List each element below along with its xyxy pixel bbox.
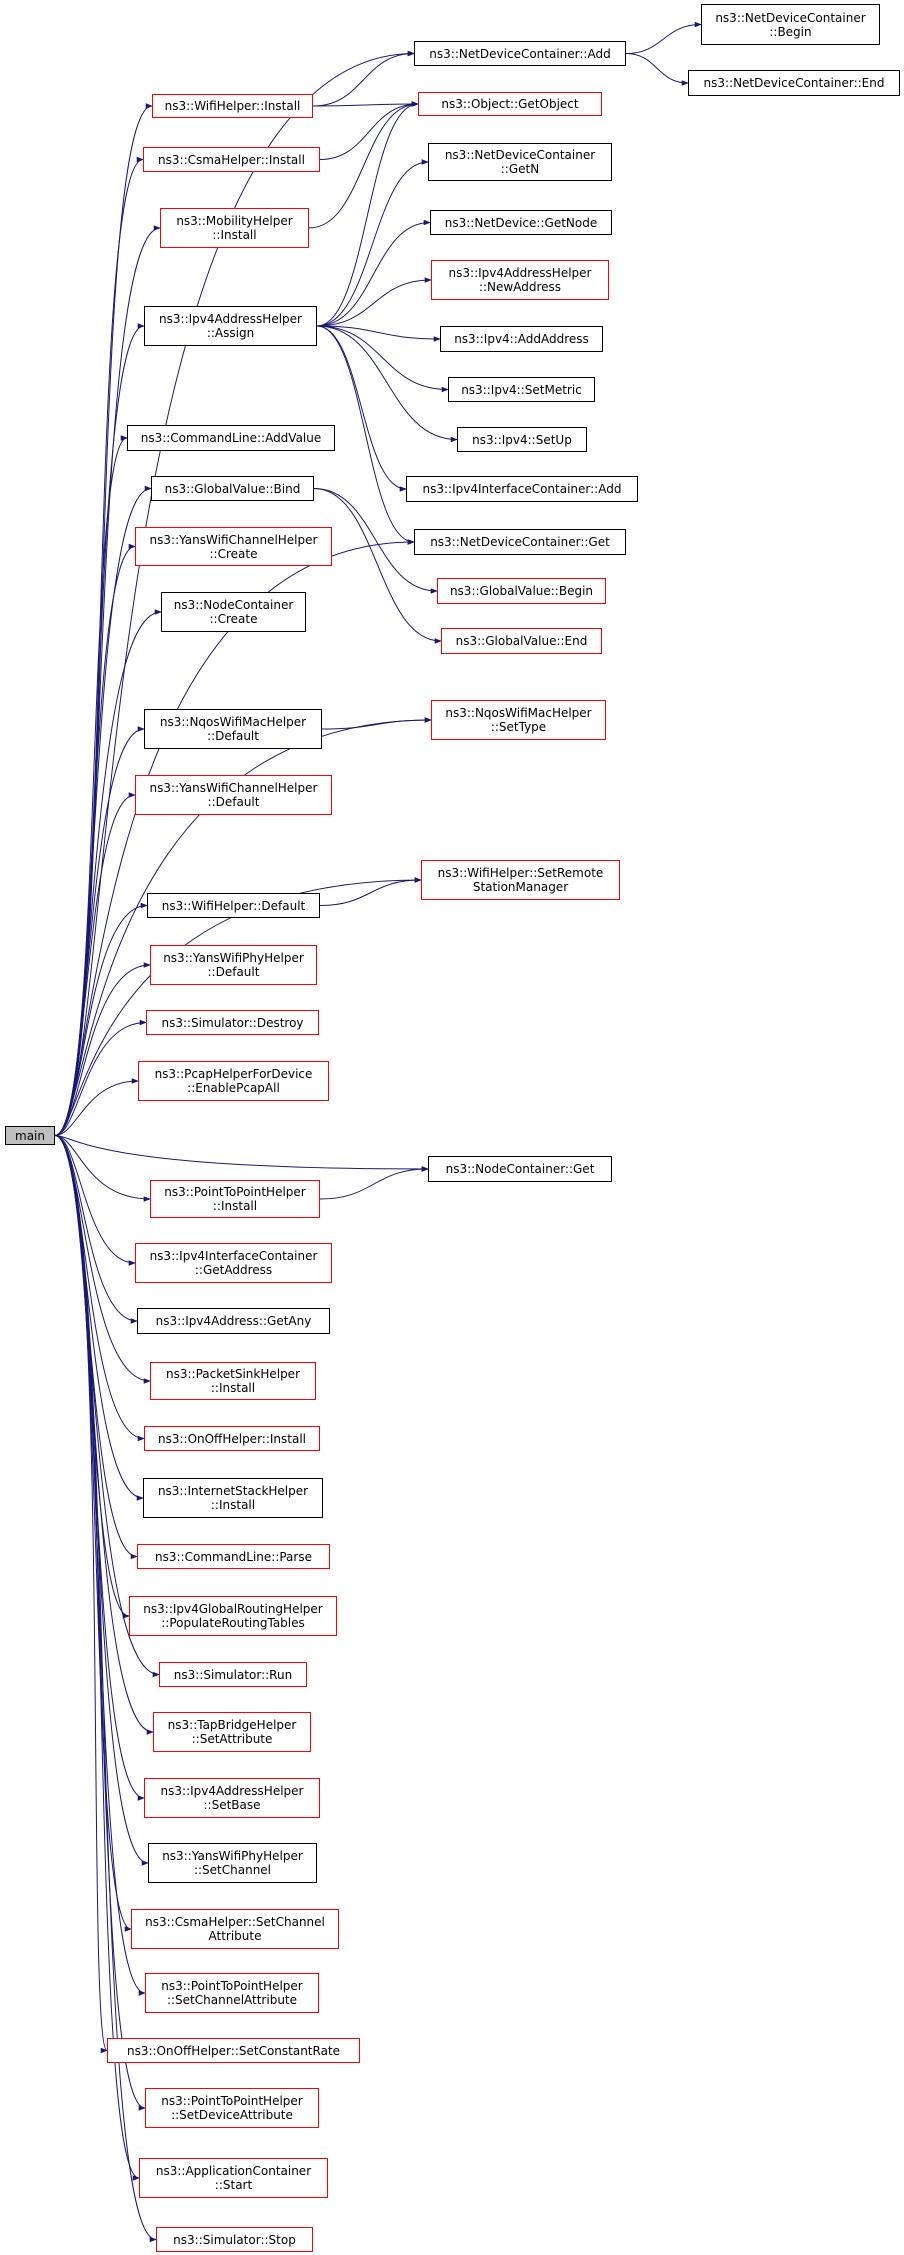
edge-main-to-ipv4address_getany [54,1135,138,1324]
node-main: main [5,1126,55,1145]
edge-globalvalue_bind-to-globalvalue_begin [313,488,438,594]
node-wifihelper-setremotestationmanager[interactable]: ns3::WifiHelper::SetRemote StationManage… [421,860,620,900]
edge-nqos_default-to-nqos_settype [321,717,432,730]
edge-p2p_install-to-nodecontainer_get [319,1166,429,1200]
edge-main-to-nqos_default [54,726,145,1136]
edge-main-to-internetstack_install [54,1135,144,1501]
node-ipv4addresshelper-assign[interactable]: ns3::Ipv4AddressHelper ::Assign [144,306,317,346]
node-ipv4-setup[interactable]: ns3::Ipv4::SetUp [457,427,587,452]
node-internetstackhelper-install[interactable]: ns3::InternetStackHelper ::Install [143,1478,323,1518]
node-ipv4addresshelper-setbase[interactable]: ns3::Ipv4AddressHelper ::SetBase [144,1778,320,1818]
node-globalvalue-end[interactable]: ns3::GlobalValue::End [441,628,602,654]
node-csmahelper-install[interactable]: ns3::CsmaHelper::Install [143,147,320,172]
edge-main-to-nodecontainer_get [54,1135,429,1172]
node-netdevicecontainer-begin[interactable]: ns3::NetDeviceContainer ::Begin [701,4,880,45]
node-onoffhelper-install[interactable]: ns3::OnOffHelper::Install [144,1426,320,1451]
node-ipv4interfacecontainer-getaddress[interactable]: ns3::Ipv4InterfaceContainer ::GetAddress [135,1243,332,1283]
node-commandline-parse[interactable]: ns3::CommandLine::Parse [137,1544,330,1569]
node-simulator-destroy[interactable]: ns3::Simulator::Destroy [146,1010,319,1035]
edge-main-to-yanschannel_create [54,543,136,1136]
edge-main-to-simulator_run [54,1135,160,1678]
node-netdevicecontainer-get[interactable]: ns3::NetDeviceContainer::Get [414,529,626,555]
node-ipv4-setmetric[interactable]: ns3::Ipv4::SetMetric [448,377,595,402]
node-ipv4-addaddress[interactable]: ns3::Ipv4::AddAddress [440,326,603,352]
edge-main-to-simulator_stop [54,1135,157,2243]
node-mobilityhelper-install[interactable]: ns3::MobilityHelper ::Install [160,208,309,248]
node-commandline-addvalue[interactable]: ns3::CommandLine::AddValue [127,425,335,451]
edge-main-to-wifi_default [54,902,148,1136]
node-netdevicecontainer-add[interactable]: ns3::NetDeviceContainer::Add [414,41,626,66]
edge-ipv4addr_assign-to-netdevice_getnode [316,219,431,327]
edge-ipv4addr_assign-to-ipv4_setmetric [316,325,449,393]
node-ipv4interfacecontainer-add[interactable]: ns3::Ipv4InterfaceContainer::Add [406,476,638,502]
node-netdevice-getnode[interactable]: ns3::NetDevice::GetNode [430,210,612,235]
node-globalvalue-begin[interactable]: ns3::GlobalValue::Begin [437,578,606,604]
node-netdevicecontainer-getn[interactable]: ns3::NetDeviceContainer ::GetN [428,143,612,181]
node-nqoswifimachelper-default[interactable]: ns3::NqosWifiMacHelper ::Default [144,709,322,749]
node-globalvalue-bind[interactable]: ns3::GlobalValue::Bind [151,476,314,501]
edge-ipv4addr_assign-to-object_getobject [316,101,419,327]
edge-main-to-ipv4ic_getaddress [54,1135,136,1266]
node-tapbridgehelper-setattribute[interactable]: ns3::TapBridgeHelper ::SetAttribute [153,1712,311,1752]
node-nodecontainer-create[interactable]: ns3::NodeContainer ::Create [161,592,306,632]
edge-mobility_install-to-object_getobject [308,101,419,229]
node-pointtopointhelper-setchannelattribute[interactable]: ns3::PointToPointHelper ::SetChannelAttr… [145,1973,319,2013]
edge-main-to-ipv4addr_setbase [54,1135,145,1801]
edge-ipv4addr_assign-to-ipv4_addaddress [316,325,441,342]
node-ipv4addresshelper-newaddress[interactable]: ns3::Ipv4AddressHelper ::NewAddress [431,260,609,300]
node-netdevicecontainer-end[interactable]: ns3::NetDeviceContainer::End [688,70,900,96]
node-nodecontainer-get[interactable]: ns3::NodeContainer::Get [428,1156,612,1182]
edge-ipv4addr_assign-to-ipv4ic_add [316,325,407,492]
node-yanswifichannelhelper-create[interactable]: ns3::YansWifiChannelHelper ::Create [135,527,332,566]
edge-ndc_add-to-ndc_end [625,53,689,86]
node-wifihelper-default[interactable]: ns3::WifiHelper::Default [147,893,320,918]
node-nqoswifimachelper-settype[interactable]: ns3::NqosWifiMacHelper ::SetType [431,700,606,740]
edge-main-to-pcap_enable [54,1078,139,1136]
edge-wifi_default-to-wifi_setremote [319,877,422,906]
edge-ipv4addr_assign-to-ipv4addr_newaddress [316,277,432,327]
edge-main-to-yansphy_default [54,962,151,1136]
node-packetsinkhelper-install[interactable]: ns3::PacketSinkHelper ::Install [150,1362,316,1400]
edge-main-to-simulator_destroy [54,1019,147,1136]
node-pcaphelperfordevice-enablepcapall[interactable]: ns3::PcapHelperForDevice ::EnablePcapAll [138,1061,329,1101]
edge-main-to-nodecontainer_create [54,609,162,1136]
edge-main-to-yanschannel_default [54,792,136,1136]
edge-ipv4addr_assign-to-ipv4_setup [316,325,458,443]
node-yanswifiphyhelper-setchannel[interactable]: ns3::YansWifiPhyHelper ::SetChannel [148,1843,317,1883]
node-object-getobject[interactable]: ns3::Object::GetObject [418,92,602,116]
node-yanswifiphyhelper-default[interactable]: ns3::YansWifiPhyHelper ::Default [150,945,317,985]
node-ipv4address-getany[interactable]: ns3::Ipv4Address::GetAny [137,1308,330,1334]
edge-wifi_install-to-ndc_add [312,50,415,107]
node-simulator-stop[interactable]: ns3::Simulator::Stop [156,2227,313,2252]
node-onoffhelper-setconstantrate[interactable]: ns3::OnOffHelper::SetConstantRate [107,2038,360,2063]
edge-globalvalue_bind-to-globalvalue_end [313,488,442,644]
edge-main-to-appcontainer_start [54,1135,140,2181]
node-csmahelper-setchannelattribute[interactable]: ns3::CsmaHelper::SetChannel Attribute [131,1909,339,1949]
node-yanswifichannelhelper-default[interactable]: ns3::YansWifiChannelHelper ::Default [135,775,332,815]
edge-ipv4addr_assign-to-ndc_getn [316,159,429,327]
node-applicationcontainer-start[interactable]: ns3::ApplicationContainer ::Start [139,2158,328,2198]
node-simulator-run[interactable]: ns3::Simulator::Run [159,1662,307,1687]
edge-wifi_install-to-object_getobject [312,101,419,107]
edge-main-to-p2p_install [54,1135,151,1202]
edge-ipv4addr_assign-to-ndc_get [316,325,415,545]
node-pointtopointhelper-install[interactable]: ns3::PointToPointHelper ::Install [150,1180,320,1218]
node-wifihelper-install[interactable]: ns3::WifiHelper::Install [152,94,313,118]
node-pointtopointhelper-setdeviceattribute[interactable]: ns3::PointToPointHelper ::SetDeviceAttri… [145,2088,319,2128]
edge-csma_install-to-object_getobject [319,101,419,160]
node-ipv4globalroutinghelper-populateroutingtables[interactable]: ns3::Ipv4GlobalRoutingHelper ::PopulateR… [129,1596,337,1636]
edge-ndc_add-to-ndc_begin [625,21,702,54]
